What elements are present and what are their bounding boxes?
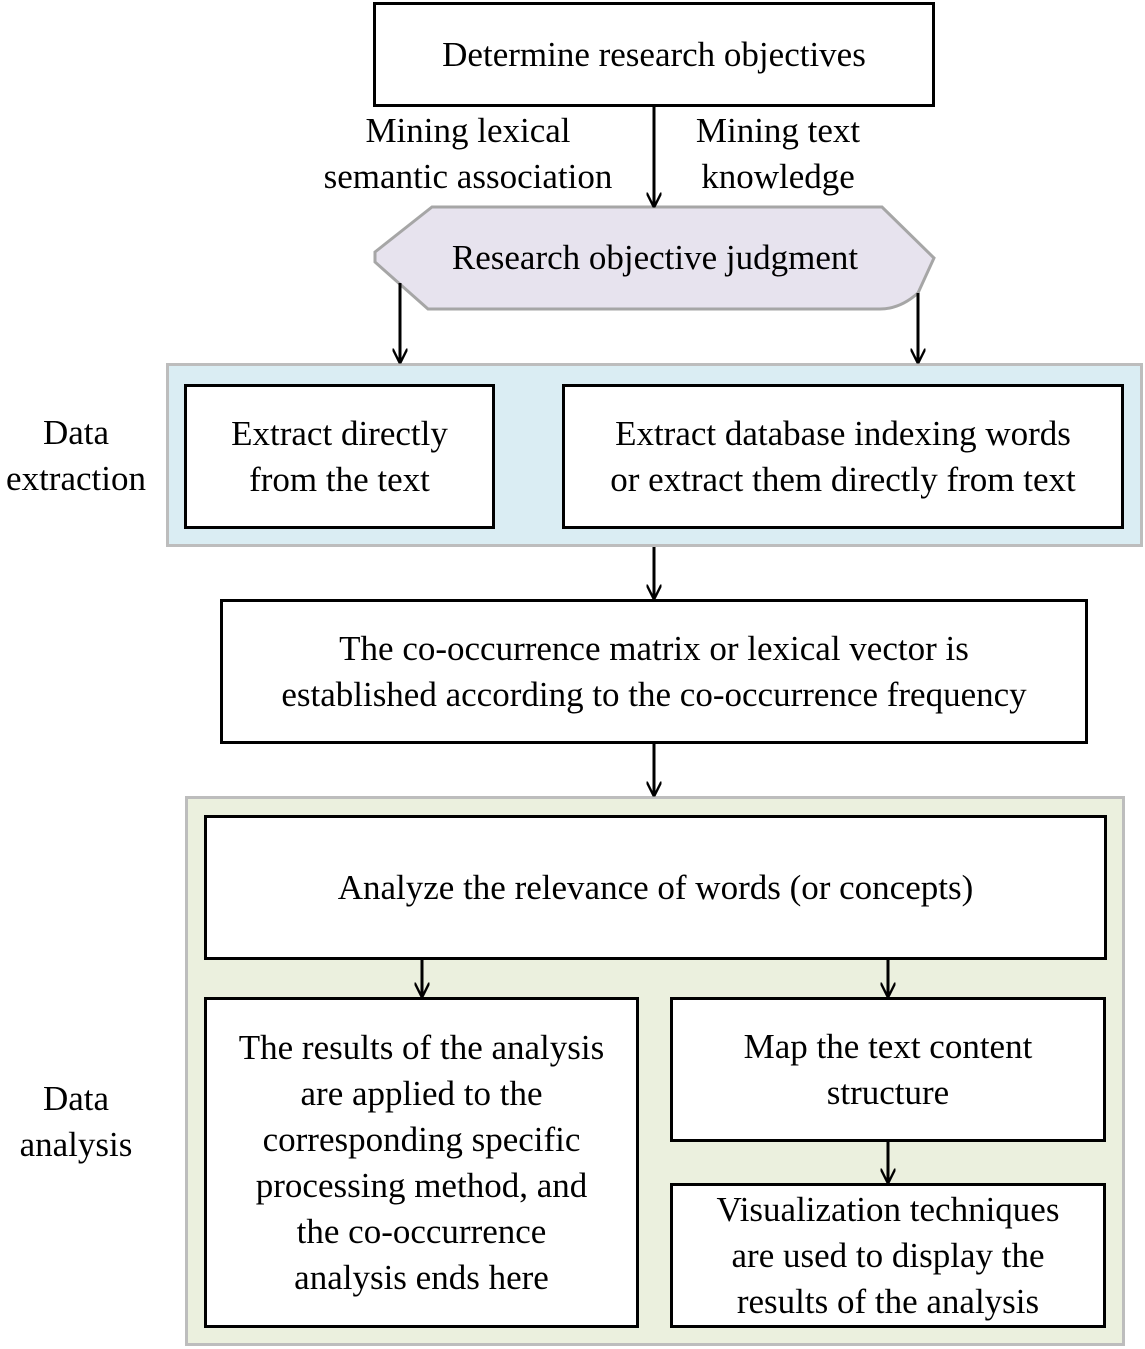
extract-database-box: Extract database indexing words or extra…: [562, 384, 1124, 529]
edge-label-lexical: Mining lexical semantic association: [323, 111, 613, 196]
judgment-label: Research objective judgment: [451, 238, 859, 277]
edge-label-knowledge: Mining text knowledge: [695, 111, 861, 196]
cooccurrence-matrix-box: The co-occurrence matrix or lexical vect…: [220, 599, 1088, 744]
analyze-relevance-box: Analyze the relevance of words (or conce…: [204, 815, 1107, 960]
determine-objectives-box: Determine research objectives: [373, 2, 935, 107]
visualization-box: Visualization techniques are used to dis…: [670, 1183, 1106, 1328]
extract-direct-box: Extract directly from the text: [184, 384, 495, 529]
analysis-results-box: The results of the analysis are applied …: [204, 997, 639, 1328]
region-label-analysis: Data analysis: [19, 1079, 133, 1164]
map-structure-box: Map the text content structure: [670, 997, 1106, 1142]
region-label-extraction: Data extraction: [6, 413, 146, 498]
